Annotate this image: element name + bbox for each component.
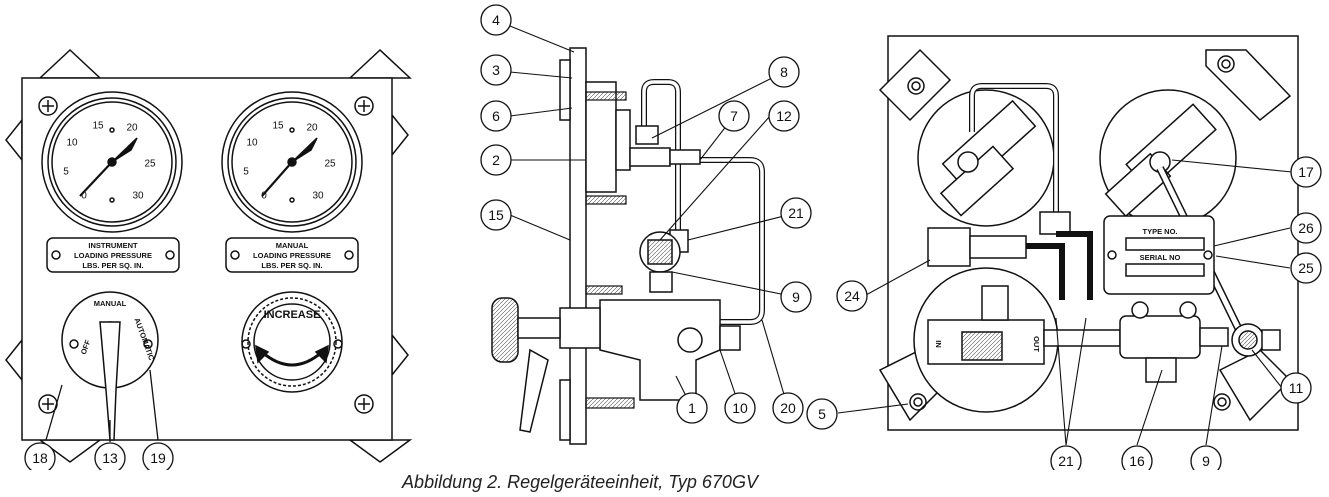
callout-18: 18 (32, 450, 48, 466)
side-callout-text: 4 3 6 2 15 8 7 12 21 9 1 10 20 (488, 12, 804, 416)
callout-15: 15 (488, 207, 504, 223)
front-view: 0 5 10 15 20 25 30 0 5 10 15 20 25 30 (5, 48, 413, 463)
plate-manual-line3: LBS. PER SQ. IN. (261, 261, 322, 270)
scale-5: 5 (243, 167, 249, 178)
selector-manual-label: MANUAL (94, 299, 127, 308)
tag-serial-label: SERIAL NO (1140, 253, 1181, 262)
plate-instrument-line1: INSTRUMENT (88, 241, 138, 250)
front-callout-text: 18 13 19 (32, 450, 166, 466)
callout-26: 26 (1298, 220, 1314, 236)
scale-15: 15 (272, 121, 284, 132)
side-view (491, 47, 765, 445)
callout-9: 9 (1202, 453, 1210, 469)
scale-25: 25 (144, 159, 156, 170)
callout-4: 4 (492, 12, 500, 28)
back-callouts (806, 156, 1322, 477)
gauge-instrument (41, 91, 183, 233)
bracket-right-upper (391, 112, 409, 158)
scale-15: 15 (92, 121, 104, 132)
callout-5: 5 (818, 406, 826, 422)
callout-8: 8 (780, 64, 788, 80)
port-out-label: OUT (1032, 336, 1041, 352)
bracket-top-right (348, 48, 412, 79)
back-view-labels: TYPE NO. SERIAL NO IN OUT (934, 227, 1181, 352)
scale-30: 30 (132, 191, 144, 202)
increase-knob (241, 291, 343, 393)
bolt-icon (907, 55, 1235, 411)
scale-10: 10 (66, 138, 78, 149)
callout-9: 9 (792, 289, 800, 305)
gauge-manual-scale: 0 5 10 15 20 25 30 (243, 121, 336, 202)
front-view-labels: INSTRUMENT LOADING PRESSURE LBS. PER SQ.… (74, 241, 331, 362)
scale-5: 5 (63, 167, 69, 178)
bracket-top-left (38, 48, 102, 79)
callout-20: 20 (780, 400, 796, 416)
callout-21: 21 (1058, 453, 1074, 469)
callout-21: 21 (788, 205, 804, 221)
scale-25: 25 (324, 159, 336, 170)
plate-manual-line1: MANUAL (276, 241, 309, 250)
port-in-label: IN (934, 340, 943, 348)
callout-11: 11 (1289, 380, 1304, 396)
callout-7: 7 (730, 108, 738, 124)
plate-manual-line2: LOADING PRESSURE (253, 251, 331, 260)
handwheel (491, 297, 519, 363)
callout-2: 2 (492, 152, 500, 168)
tag-plate (1103, 215, 1215, 295)
callout-12: 12 (776, 108, 792, 124)
callout-25: 25 (1298, 260, 1314, 276)
scale-30: 30 (312, 191, 324, 202)
scale-0: 0 (261, 191, 267, 202)
diagram-svg: 0 5 10 15 20 25 30 0 5 10 15 20 25 30 (5, 4, 1322, 477)
side-callouts (480, 4, 812, 424)
plate-instrument-line2: LOADING PRESSURE (74, 251, 152, 260)
knob-increase-label: INCREASE (264, 309, 321, 321)
figure-caption: Abbildung 2. Regelgeräteeinheit, Typ 670… (402, 472, 758, 492)
gauge-instrument-scale: 0 5 10 15 20 25 30 (63, 121, 156, 202)
callout-6: 6 (492, 108, 500, 124)
scale-20: 20 (306, 123, 318, 134)
bracket-left-upper (5, 117, 23, 163)
front-plate (21, 77, 393, 441)
bracket-left-lower (5, 337, 23, 383)
back-leaders (837, 159, 1293, 446)
callout-19: 19 (150, 450, 166, 466)
callout-24: 24 (844, 288, 860, 304)
regulator (599, 299, 721, 401)
plate-instrument-line3: LBS. PER SQ. IN. (82, 261, 143, 270)
nameplate-instrument (46, 237, 180, 273)
bracket-right-lower (391, 332, 409, 378)
scale-0: 0 (81, 191, 87, 202)
selector-switch (61, 291, 159, 441)
back-view (878, 35, 1299, 431)
tag-type-label: TYPE NO. (1142, 227, 1177, 236)
back-callout-text: 17 26 25 24 5 11 21 16 9 (818, 164, 1314, 469)
scale-10: 10 (246, 138, 258, 149)
callout-3: 3 (492, 62, 500, 78)
gauge-manual (221, 91, 363, 233)
callout-10: 10 (732, 400, 748, 416)
callout-1: 1 (688, 400, 696, 416)
bracket-bottom-right (347, 439, 413, 463)
scale-20: 20 (126, 123, 138, 134)
nameplate-manual (225, 237, 359, 273)
callout-13: 13 (102, 450, 118, 466)
callout-16: 16 (1129, 453, 1145, 469)
front-callouts (24, 369, 174, 474)
panel-edge (569, 47, 587, 445)
callout-17: 17 (1298, 164, 1314, 180)
